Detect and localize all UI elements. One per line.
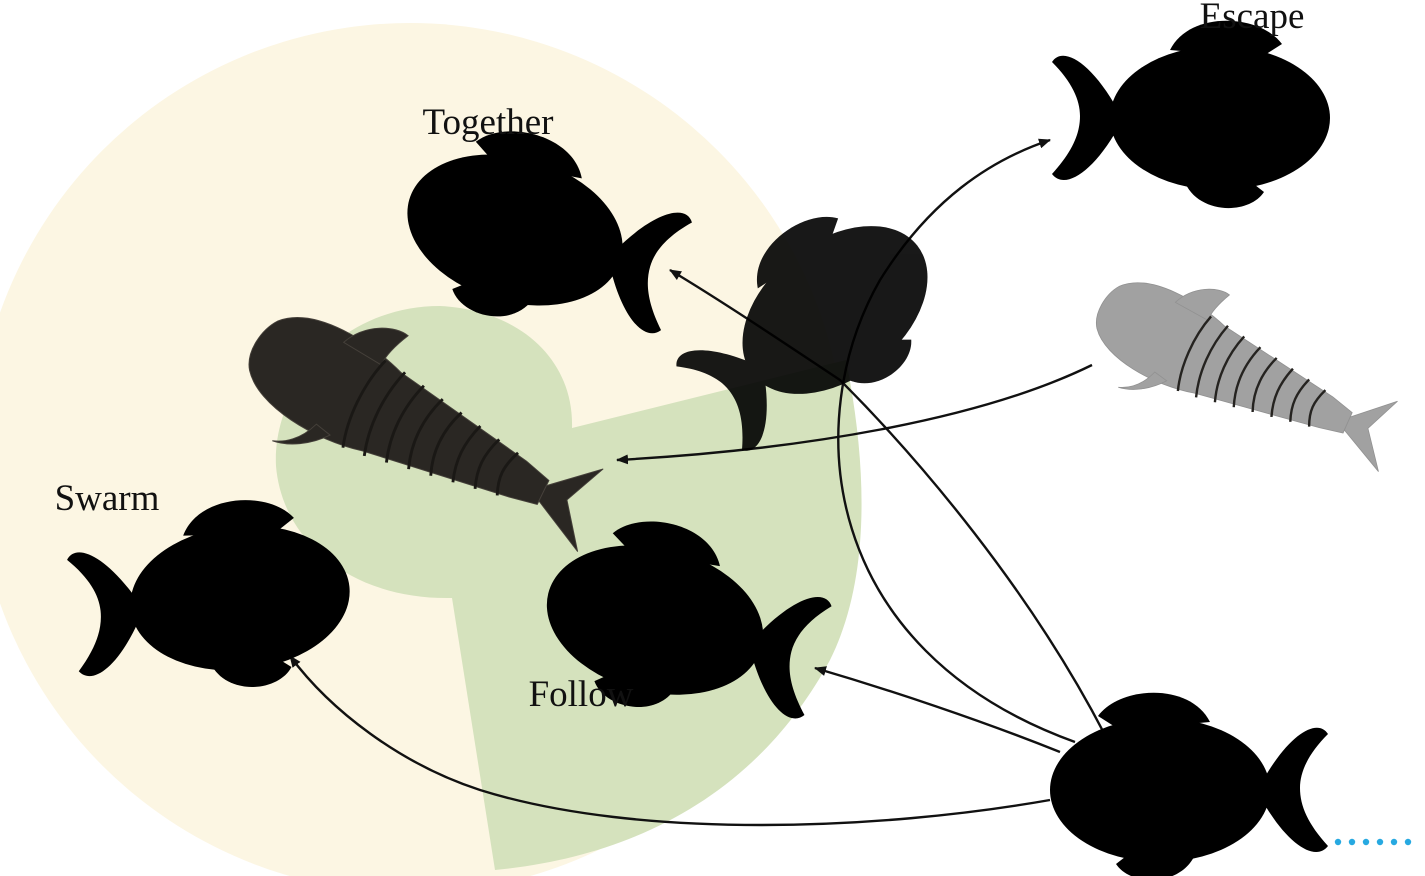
label-follow: Follow bbox=[529, 674, 634, 715]
robot-fish-ghost bbox=[1072, 247, 1421, 500]
ellipsis-dots bbox=[1334, 838, 1412, 846]
arrow-to-swarm bbox=[289, 655, 1051, 827]
label-together: Together bbox=[423, 102, 554, 143]
label-swarm: Swarm bbox=[55, 478, 160, 519]
arrow-to-follow bbox=[814, 666, 1061, 754]
fish-source bbox=[1040, 692, 1328, 876]
label-escape: Escape bbox=[1200, 0, 1305, 37]
arrow-robot-approach bbox=[616, 363, 1093, 465]
fish-escape bbox=[1052, 20, 1340, 209]
arrow-to-together bbox=[669, 268, 1107, 736]
